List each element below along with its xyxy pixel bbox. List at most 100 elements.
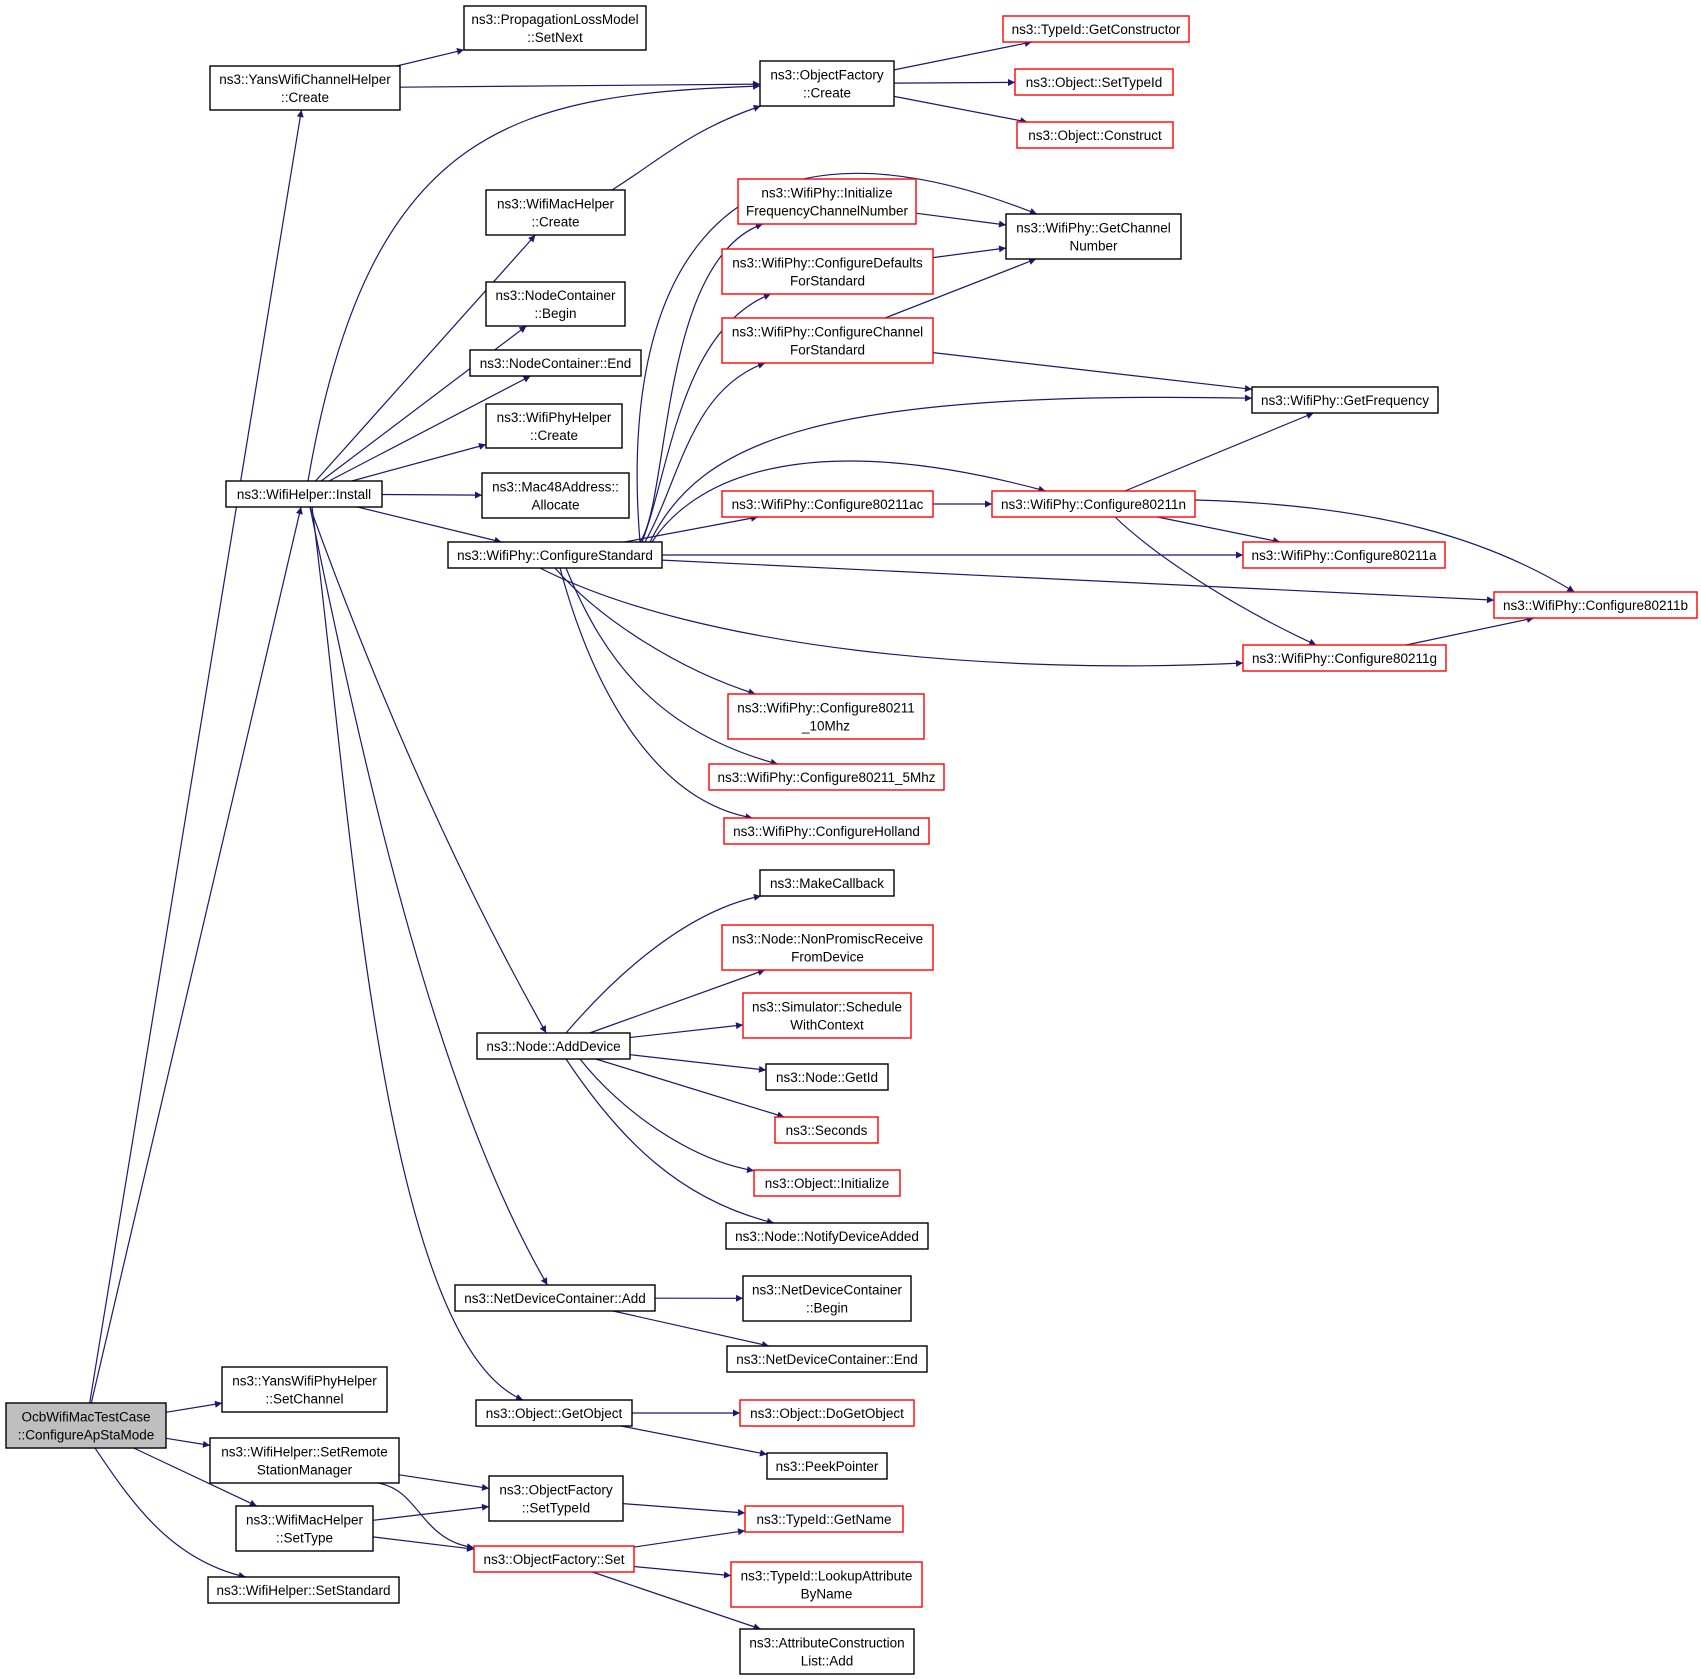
node-initFreqChannel[interactable]: ns3::WifiPhy::InitializeFrequencyChannel…: [737, 178, 917, 225]
node-box[interactable]: [1242, 644, 1447, 672]
node-box[interactable]: [454, 1284, 656, 1312]
node-box[interactable]: [1242, 541, 1446, 569]
node-wifiMacHelperSetType[interactable]: ns3::WifiMacHelper::SetType: [235, 1505, 374, 1552]
node-nodeAddDevice[interactable]: ns3::Node::AddDevice: [476, 1032, 631, 1060]
node-wifiHelperInstall[interactable]: ns3::WifiHelper::Install: [225, 480, 383, 508]
node-box[interactable]: [730, 1561, 923, 1608]
node-objectGetObject[interactable]: ns3::Object::GetObject: [475, 1399, 633, 1427]
node-box[interactable]: [721, 490, 934, 518]
node-configure80211n[interactable]: ns3::WifiPhy::Configure80211n: [991, 490, 1196, 518]
node-objectInitialize[interactable]: ns3::Object::Initialize: [753, 1169, 901, 1197]
node-configure80211ac[interactable]: ns3::WifiPhy::Configure80211ac: [721, 490, 934, 518]
node-nodeContainerBegin[interactable]: ns3::NodeContainer::Begin: [485, 281, 626, 327]
node-configureHolland[interactable]: ns3::WifiPhy::ConfigureHolland: [723, 817, 930, 845]
node-box[interactable]: [721, 924, 934, 971]
node-box[interactable]: [221, 1366, 388, 1413]
node-wifiPhyHelperCreate[interactable]: ns3::WifiPhyHelper::Create: [485, 403, 623, 449]
node-box[interactable]: [481, 472, 630, 519]
node-typeIdGetConstructor[interactable]: ns3::TypeId::GetConstructor: [1002, 15, 1190, 43]
node-box[interactable]: [1005, 213, 1182, 260]
node-box[interactable]: [737, 178, 917, 225]
node-box[interactable]: [708, 763, 945, 791]
node-box[interactable]: [5, 1402, 167, 1449]
node-box[interactable]: [774, 1116, 879, 1144]
node-configure80211g[interactable]: ns3::WifiPhy::Configure80211g: [1242, 644, 1447, 672]
node-box[interactable]: [473, 1545, 635, 1573]
node-box[interactable]: [1016, 121, 1174, 149]
node-box[interactable]: [485, 281, 626, 327]
node-box[interactable]: [475, 1399, 633, 1427]
node-box[interactable]: [235, 1505, 374, 1552]
node-wifiMacHelperCreate[interactable]: ns3::WifiMacHelper::Create: [485, 189, 626, 236]
node-nodeContainerEnd[interactable]: ns3::NodeContainer::End: [469, 349, 642, 377]
node-box[interactable]: [209, 1437, 400, 1484]
node-box[interactable]: [742, 992, 912, 1039]
node-notifyDeviceAdded[interactable]: ns3::Node::NotifyDeviceAdded: [725, 1222, 929, 1250]
node-objFactorySetTypeId[interactable]: ns3::ObjectFactory::SetTypeId: [488, 1475, 624, 1522]
node-objFactorySet[interactable]: ns3::ObjectFactory::Set: [473, 1545, 635, 1573]
node-seconds[interactable]: ns3::Seconds: [774, 1116, 879, 1144]
node-box[interactable]: [207, 1576, 400, 1604]
node-box[interactable]: [1251, 386, 1439, 414]
node-box[interactable]: [739, 1628, 915, 1675]
node-box[interactable]: [476, 1032, 631, 1060]
node-box[interactable]: [485, 189, 626, 236]
node-box[interactable]: [225, 480, 383, 508]
node-netDevContainerAdd[interactable]: ns3::NetDeviceContainer::Add: [454, 1284, 656, 1312]
node-box[interactable]: [765, 1063, 889, 1091]
node-box[interactable]: [744, 1505, 904, 1533]
node-objectConstruct[interactable]: ns3::Object::Construct: [1016, 121, 1174, 149]
node-box[interactable]: [209, 65, 401, 111]
node-mac48Allocate[interactable]: ns3::Mac48Address::Allocate: [481, 472, 630, 519]
node-objectDoGetObject[interactable]: ns3::Object::DoGetObject: [739, 1399, 915, 1427]
node-getFrequency[interactable]: ns3::WifiPhy::GetFrequency: [1251, 386, 1439, 414]
node-box[interactable]: [742, 1275, 912, 1322]
node-configure80211a[interactable]: ns3::WifiPhy::Configure80211a: [1242, 541, 1446, 569]
node-box[interactable]: [759, 869, 895, 897]
node-nodeGetId[interactable]: ns3::Node::GetId: [765, 1063, 889, 1091]
node-yansPhySetChannel[interactable]: ns3::YansWifiPhyHelper::SetChannel: [221, 1366, 388, 1413]
node-box[interactable]: [739, 1399, 915, 1427]
node-box[interactable]: [723, 817, 930, 845]
node-box[interactable]: [727, 693, 925, 740]
node-objFactoryCreate[interactable]: ns3::ObjectFactory::Create: [759, 60, 895, 107]
node-propLossSetNext[interactable]: ns3::PropagationLossModel::SetNext: [463, 5, 647, 51]
node-box[interactable]: [463, 5, 647, 51]
node-box[interactable]: [485, 403, 623, 449]
node-box[interactable]: [1493, 591, 1698, 619]
node-box[interactable]: [991, 490, 1196, 518]
node-wifiHelperSetStandard[interactable]: ns3::WifiHelper::SetStandard: [207, 1576, 400, 1604]
node-box[interactable]: [721, 248, 934, 295]
node-configure10Mhz[interactable]: ns3::WifiPhy::Configure80211_10Mhz: [727, 693, 925, 740]
node-box[interactable]: [726, 1345, 928, 1373]
node-configureStandard[interactable]: ns3::WifiPhy::ConfigureStandard: [447, 541, 663, 569]
node-netDevContainerEnd[interactable]: ns3::NetDeviceContainer::End: [726, 1345, 928, 1373]
node-configure5Mhz[interactable]: ns3::WifiPhy::Configure80211_5Mhz: [708, 763, 945, 791]
node-makeCallback[interactable]: ns3::MakeCallback: [759, 869, 895, 897]
node-peekPointer[interactable]: ns3::PeekPointer: [766, 1452, 888, 1480]
node-box[interactable]: [469, 349, 642, 377]
node-box[interactable]: [759, 60, 895, 107]
node-box[interactable]: [721, 317, 934, 364]
node-box[interactable]: [766, 1452, 888, 1480]
node-box[interactable]: [725, 1222, 929, 1250]
node-box[interactable]: [753, 1169, 901, 1197]
node-box[interactable]: [1014, 68, 1174, 96]
node-box[interactable]: [1002, 15, 1190, 43]
node-configure80211b[interactable]: ns3::WifiPhy::Configure80211b: [1493, 591, 1698, 619]
node-netDevContainerBegin[interactable]: ns3::NetDeviceContainer::Begin: [742, 1275, 912, 1322]
node-configureDefaults[interactable]: ns3::WifiPhy::ConfigureDefaultsForStanda…: [721, 248, 934, 295]
node-box[interactable]: [488, 1475, 624, 1522]
node-root[interactable]: OcbWifiMacTestCase::ConfigureApStaMode: [5, 1402, 167, 1449]
node-objectSetTypeId[interactable]: ns3::Object::SetTypeId: [1014, 68, 1174, 96]
node-box[interactable]: [447, 541, 663, 569]
node-yansChannelCreate[interactable]: ns3::YansWifiChannelHelper::Create: [209, 65, 401, 111]
node-typeIdGetName[interactable]: ns3::TypeId::GetName: [744, 1505, 904, 1533]
node-configureChannel[interactable]: ns3::WifiPhy::ConfigureChannelForStandar…: [721, 317, 934, 364]
